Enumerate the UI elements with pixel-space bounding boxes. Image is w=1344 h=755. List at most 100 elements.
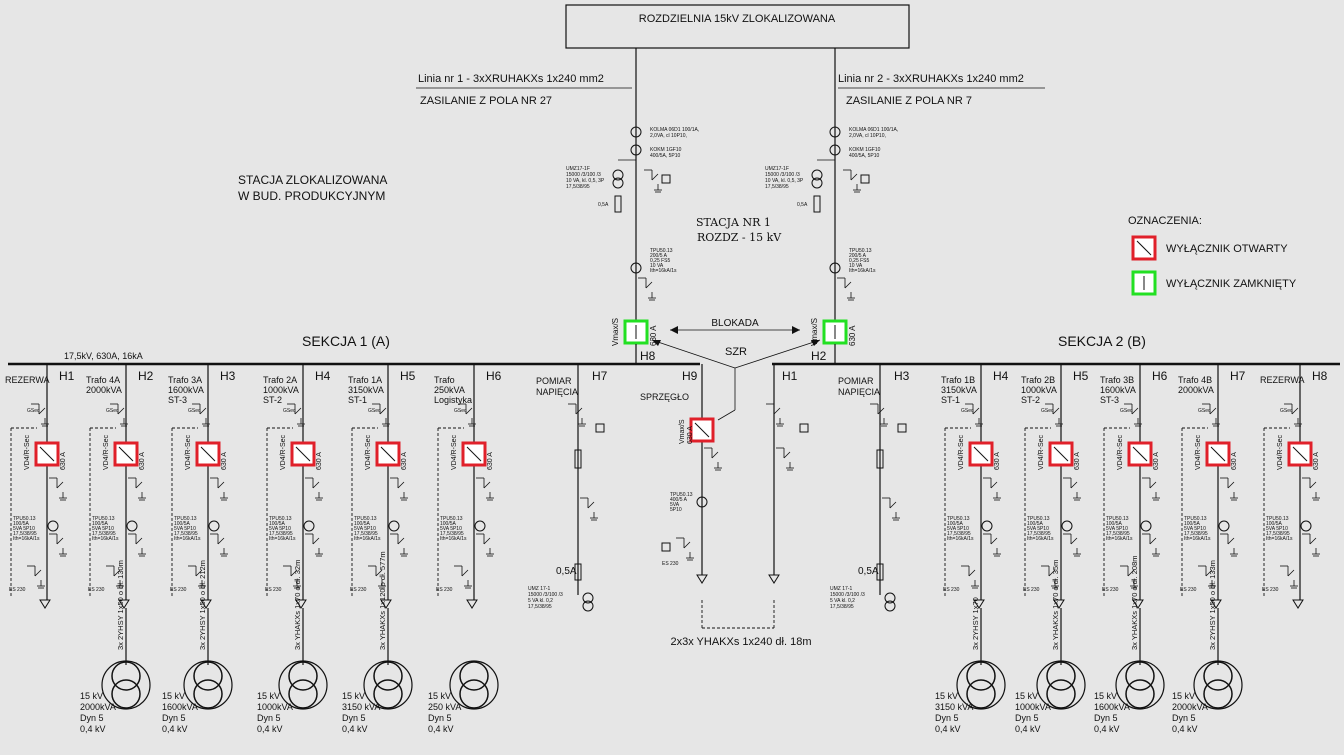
fuse-icon (574, 563, 582, 581)
breaker-rating: 630 A (221, 452, 228, 470)
legend-open-label: WYŁĄCZNIK OTWARTY (1166, 243, 1288, 255)
ct-spec: 17,5/38/95 (1027, 531, 1051, 537)
ct-spec: 100/5A (1266, 521, 1283, 527)
earth-switch-icon (210, 533, 228, 557)
earth-switch-icon (128, 533, 146, 557)
ct-spec: 17,5/38/95 (1266, 531, 1290, 537)
es-label: ES 230 (1180, 587, 1197, 593)
transformer-spec: 15 kV (935, 691, 958, 701)
measurement-name: NAPIĘCIA (838, 387, 880, 397)
vt-spec: UMZ 17-1 (830, 586, 852, 592)
bay-label: H9 (682, 369, 698, 383)
earth-switch-icon (1120, 565, 1138, 589)
feeder-name: Trafo 1B (941, 375, 975, 385)
transformer-winding-hv (1203, 661, 1233, 691)
transformer-winding-lv (373, 679, 403, 709)
earth-switch-icon (287, 403, 305, 427)
es-label: ES 230 (1023, 587, 1040, 593)
wire (312, 481, 320, 489)
gsec-label: GSec (1280, 408, 1293, 414)
breaker-open-icon (290, 441, 316, 467)
earth-switch-icon (644, 169, 662, 193)
current-transformer-icon (630, 126, 642, 138)
ct-spec: Ith=16kA/1s (13, 536, 40, 542)
breaker-type: VD4/R-Sec (24, 434, 31, 470)
earth-switch-icon (1198, 565, 1216, 589)
ct-spec: 17,5/38/95 (1184, 531, 1208, 537)
transformer-outline (101, 660, 151, 710)
fuse-icon (876, 449, 884, 469)
breaker-open-icon (195, 441, 221, 467)
transformer-winding-lv (1203, 679, 1233, 709)
bay-label: H8 (1312, 369, 1328, 383)
ct1-spec: 2,0VA, cl 10P10, (849, 133, 886, 139)
bay-label: H7 (592, 369, 608, 383)
breaker-rating: 630 A (401, 452, 408, 470)
transformer-outline (363, 660, 413, 710)
wire (290, 569, 298, 577)
feeder-name: ST-2 (1021, 395, 1040, 405)
transformer-icon (1193, 660, 1243, 710)
tpu-spec: 0,25 FS5 (650, 258, 671, 264)
wire (217, 481, 225, 489)
wire (217, 537, 225, 545)
feeder-name: Trafo 3B (1100, 375, 1134, 385)
wire (117, 407, 125, 415)
wire (38, 407, 46, 415)
ct2-spec: 400/5A, 5P10 (849, 153, 880, 159)
terminal-box-icon (661, 542, 671, 552)
ct-spec: Ith=16kA/1s (269, 536, 296, 542)
wire (889, 501, 897, 509)
earth-switch-icon (49, 477, 67, 501)
wire (312, 537, 320, 545)
current-transformer-icon (829, 144, 841, 156)
breaker-type: VD4/R-Sec (185, 434, 192, 470)
transformer-spec: 1000kVA (257, 702, 293, 712)
breaker-rating: 630 A (1231, 452, 1238, 470)
ground-arrow-icon (380, 599, 392, 609)
transformer-icon (956, 660, 1006, 710)
earth-switch-icon (1220, 477, 1238, 501)
transformer-spec: 15 kV (162, 691, 185, 701)
transformer-spec: 0,4 kV (1172, 724, 1198, 734)
terminal-box-icon (799, 423, 809, 433)
earth-switch-icon (305, 533, 323, 557)
transformer-icon (1115, 660, 1165, 710)
transformer-outline (183, 660, 233, 710)
earth-switch-icon (1142, 533, 1160, 557)
vt-spec: UMZ 17-1 (528, 586, 550, 592)
current-transformer-icon (1218, 520, 1230, 532)
breaker-contact (1292, 446, 1308, 462)
breaker-contact (295, 446, 311, 462)
station-rozdz: ROZDZ - 15 kV (697, 231, 782, 244)
incoming-bay-h2: KOLMA 06D1 100/1A,2,0VA, cl 10P10,KOKM 1… (765, 126, 898, 364)
breaker-contact (200, 446, 216, 462)
feeder-name: 2000kVA (1178, 385, 1214, 395)
transformer-spec: 0,4 kV (935, 724, 961, 734)
station-note-1: STACJA ZLOKALIZOWANA (238, 173, 387, 187)
current-transformer-icon (126, 520, 138, 532)
voltage-transformer-icon (612, 177, 624, 189)
feeder-name: REZERWA (5, 375, 50, 385)
earth-switch-icon (390, 477, 408, 501)
ct-spec: 5VA 5P10 (1184, 526, 1206, 532)
ct-spec: 5VA 5P10 (1266, 526, 1288, 532)
breaker-contact (1210, 446, 1226, 462)
earth-switch-icon (49, 533, 67, 557)
fuse-label: 0,5A (598, 202, 609, 208)
feeder-name: Logistyka (434, 395, 472, 405)
bay-label: H2 (811, 349, 827, 363)
breaker-open-icon (375, 441, 401, 467)
gsec-label: GSec (961, 408, 974, 414)
fuse-icon (614, 195, 622, 213)
transformer-spec: 0,4 kV (1094, 724, 1120, 734)
transformer-spec: 0,4 kV (342, 724, 368, 734)
earth-switch-icon (110, 403, 128, 427)
feeder-name: Trafo 1A (348, 375, 382, 385)
breaker-rating: 630 A (649, 325, 658, 346)
transformer-outline (1115, 660, 1165, 710)
vt-spec: UMZ17-1F (566, 166, 590, 172)
